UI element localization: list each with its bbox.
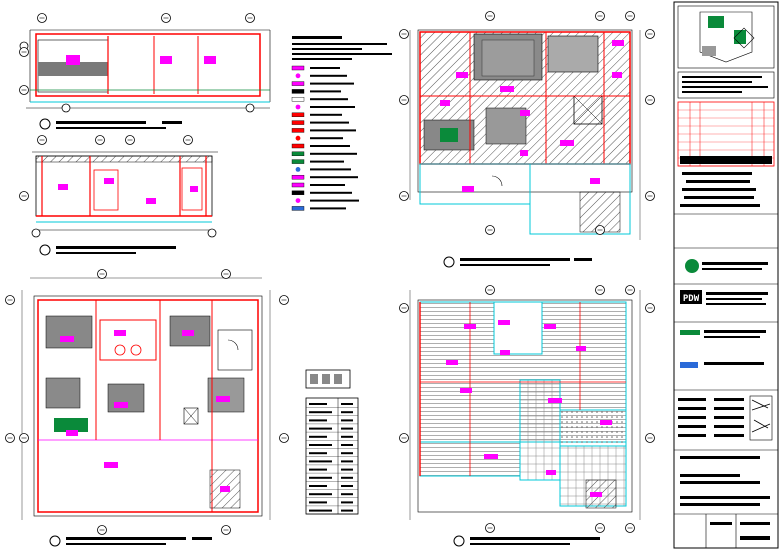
schedule-row-text [309, 476, 332, 479]
info-value [714, 434, 744, 437]
schedule-row-value [341, 509, 353, 512]
info-label [678, 416, 706, 419]
schedule-row-text [309, 460, 332, 463]
elevation-top-drawing [19, 29, 271, 130]
elevation-mid-drawing [19, 151, 218, 256]
schedule-row-value [341, 501, 353, 504]
legend-symbol [291, 174, 305, 180]
legend-text [310, 98, 348, 101]
legend-symbol [295, 198, 301, 204]
schedule-row-value [341, 452, 353, 455]
legend-symbol [291, 190, 305, 196]
schedule-row-value [341, 411, 353, 414]
legend-text [310, 199, 359, 202]
legend-symbol [291, 120, 305, 125]
schedule-row-text [309, 435, 327, 438]
plan-lower-right-drawing [409, 290, 641, 547]
legend-text [310, 67, 340, 69]
plan-upper-drawing [409, 29, 641, 268]
legend-text [310, 113, 342, 116]
schedule-row-text [309, 444, 332, 446]
schedule-row-text [309, 485, 327, 487]
schedule-row-value [341, 476, 353, 479]
legend-text [310, 184, 345, 186]
legend-text [310, 106, 355, 108]
legend-text [310, 152, 357, 155]
info-value [714, 407, 744, 410]
legend-symbol [291, 89, 305, 94]
title-block: PDW [673, 1, 779, 549]
schedule-row-value [341, 444, 353, 446]
legend-text [310, 74, 347, 77]
company-logo-text: PDW [683, 294, 700, 304]
legend-text [310, 82, 354, 85]
legend-symbol [295, 135, 301, 141]
legend-symbol [291, 143, 305, 149]
schedule-row-value [341, 427, 353, 430]
legend-symbol [295, 167, 301, 172]
legend-symbol [291, 81, 305, 86]
legend-symbol [291, 151, 305, 157]
legend-text [310, 207, 346, 210]
legend-text [310, 145, 350, 147]
legend-text [310, 129, 356, 132]
legend-symbol [291, 159, 305, 164]
legend-text [310, 160, 344, 163]
legend-text [310, 121, 349, 124]
legend-text [310, 90, 341, 93]
legend-symbol [291, 65, 305, 71]
legend-symbol [295, 104, 301, 110]
schedule-row-text [309, 411, 332, 414]
legend-block [291, 36, 392, 211]
legend-symbol [295, 73, 301, 79]
schedule-row-value [341, 419, 353, 422]
schedule-row-text [309, 427, 332, 430]
schedule-row-value [341, 493, 353, 496]
schedule-row-value [341, 485, 353, 487]
info-label [678, 398, 706, 401]
legend-text [310, 191, 352, 194]
schedule-row-text [309, 468, 327, 471]
legend-text [310, 176, 358, 179]
legend-symbol [291, 206, 305, 211]
info-value [714, 416, 744, 419]
schedule-row-text [309, 403, 327, 405]
info-label [678, 407, 706, 410]
info-label [678, 434, 706, 437]
window-section-icon [305, 369, 351, 389]
legend-text [310, 137, 343, 140]
info-value [714, 425, 744, 428]
schedule-row-text [309, 419, 327, 422]
legend-symbol [291, 112, 305, 118]
schedule-row-value [341, 403, 353, 405]
schedule-row-value [341, 468, 353, 471]
legend-symbol [291, 182, 305, 188]
legend-text [310, 168, 351, 171]
schedule-row-text [309, 493, 332, 496]
schedule-row-value [341, 435, 353, 438]
schedule-row-text [309, 452, 327, 455]
schedule-row-text [309, 509, 332, 512]
schedule-table [305, 397, 359, 515]
legend-symbol [291, 128, 305, 133]
plan-lower-left-drawing [21, 277, 271, 547]
schedule-row-value [341, 460, 353, 463]
revision-header-bar [680, 156, 772, 164]
legend-symbol [291, 96, 305, 102]
info-label [678, 425, 706, 428]
info-value [714, 398, 744, 401]
schedule-row-text [309, 501, 327, 504]
